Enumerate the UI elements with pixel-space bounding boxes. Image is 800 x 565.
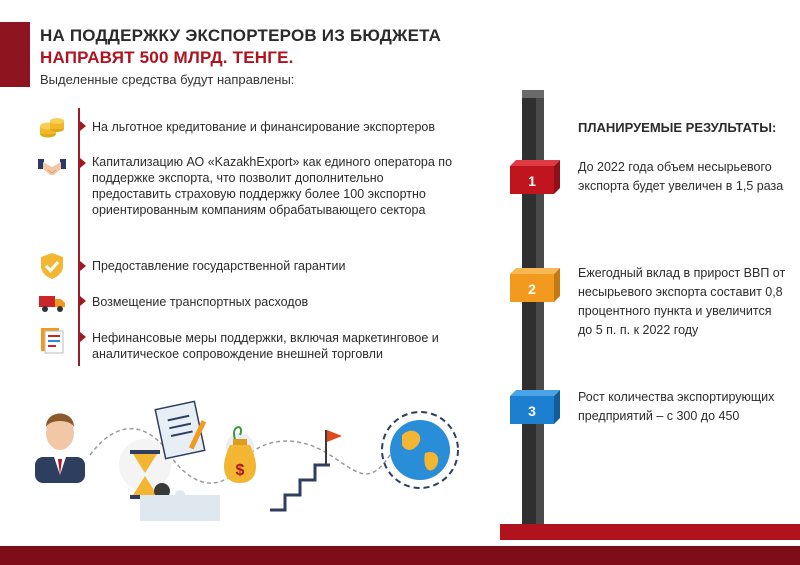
- svg-text:1: 1: [528, 173, 536, 189]
- item-arrow: [80, 121, 86, 131]
- item-arrow: [80, 261, 86, 271]
- truck-icon: [39, 296, 65, 312]
- handshake-icon: [38, 159, 66, 175]
- footer-bar: [0, 546, 800, 565]
- results-title: ПЛАНИРУЕМЫЕ РЕЗУЛЬТАТЫ:: [578, 120, 777, 135]
- shield-check-icon: [41, 253, 63, 279]
- stairs-flag-icon: [270, 430, 342, 512]
- dollar-sign: $: [236, 462, 245, 479]
- svg-text:3: 3: [528, 403, 536, 419]
- item-text-credit: На льготное кредитование и финансировани…: [92, 120, 435, 134]
- results-pillar: [522, 90, 544, 530]
- money-bag-icon: $: [224, 426, 256, 483]
- result-marker-1: 1: [510, 160, 560, 194]
- item-arrow: [80, 158, 86, 168]
- businessman-icon: [35, 413, 85, 483]
- result-text-1: До 2022 года объем несырьевого экспорта …: [578, 160, 784, 193]
- result-text-2: Ежегодный вклад в прирост ВВП от несырье…: [578, 266, 786, 337]
- puzzle-icon: [140, 490, 220, 521]
- item-arrow: [80, 296, 86, 306]
- coins-icon: [40, 118, 64, 138]
- left-accent-bar: [0, 22, 30, 87]
- item-arrow: [80, 332, 86, 342]
- result-marker-2: 2: [510, 268, 560, 302]
- documents-icon: [41, 328, 64, 354]
- result-text-3: Рост количества экспортирующих предприят…: [578, 390, 775, 423]
- item-text-kazakhexport: Капитализацию АО «KazakhExport» как един…: [92, 155, 453, 217]
- svg-text:2: 2: [528, 281, 536, 297]
- page-title: НА ПОДДЕРЖКУ ЭКСПОРТЕРОВ ИЗ БЮДЖЕТА: [40, 26, 442, 45]
- intro-text: Выделенные средства будут направлены:: [40, 72, 295, 87]
- document-pen-icon: [154, 400, 207, 460]
- page-subtitle: НАПРАВЯТ 500 МЛРД. ТЕНГЕ.: [40, 48, 294, 67]
- result-marker-3: 3: [510, 390, 560, 424]
- item-text-nonfinancial: Нефинансовые меры поддержки, включая мар…: [92, 331, 439, 361]
- item-text-transport: Возмещение транспортных расходов: [92, 295, 309, 309]
- footer-divider: [0, 540, 800, 546]
- business-growth-illustration: $: [35, 400, 459, 521]
- item-text-guarantee: Предоставление государственной гарантии: [92, 259, 346, 273]
- globe-icon: [381, 411, 459, 489]
- items-divider-line: [78, 108, 80, 366]
